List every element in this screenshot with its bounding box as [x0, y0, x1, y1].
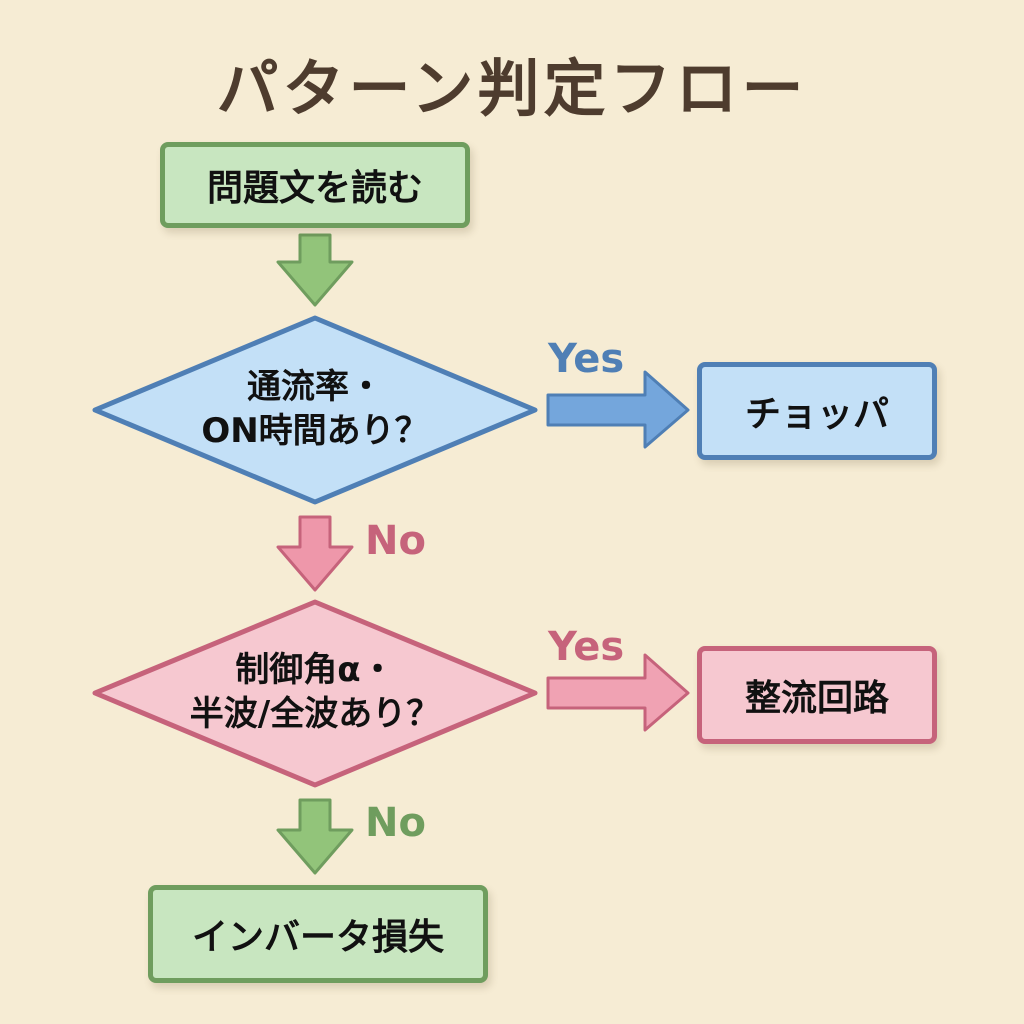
arrow-decision2-yes [546, 653, 690, 732]
decision2-line2: 半波/全波あり？ [189, 694, 441, 734]
start-node-label: 問題文を読む [206, 168, 423, 209]
arrow-decision2-no [276, 798, 354, 875]
end-node: インバータ損失 [148, 885, 488, 983]
arrow-decision1-no [276, 515, 354, 592]
decision2-label: 制御角α・ 半波/全波あり？ [165, 648, 465, 736]
decision1-label: 通流率・ ON時間あり？ [165, 365, 465, 453]
start-node: 問題文を読む [160, 142, 470, 228]
result1-node: チョッパ [697, 362, 937, 460]
arrow-start-to-decision1 [276, 233, 354, 307]
decision1-line2: ON時間あり？ [201, 411, 429, 451]
result1-node-label: チョッパ [744, 394, 889, 435]
decision1-no-label: No [365, 518, 426, 564]
decision2-line1: 制御角α・ [235, 650, 395, 690]
decision2-yes-label: Yes [548, 624, 625, 670]
decision2-diamond [92, 599, 538, 788]
decision1-line1: 通流率・ [247, 367, 383, 407]
decision2-no-label: No [365, 800, 426, 846]
arrow-decision1-yes [546, 370, 690, 449]
result2-node: 整流回路 [697, 646, 937, 744]
end-node-label: インバータ損失 [191, 917, 444, 958]
result2-node-label: 整流回路 [744, 678, 889, 719]
decision1-yes-label: Yes [548, 336, 625, 382]
page-title: パターン判定フロー [216, 52, 808, 125]
decision1-diamond [92, 315, 538, 505]
